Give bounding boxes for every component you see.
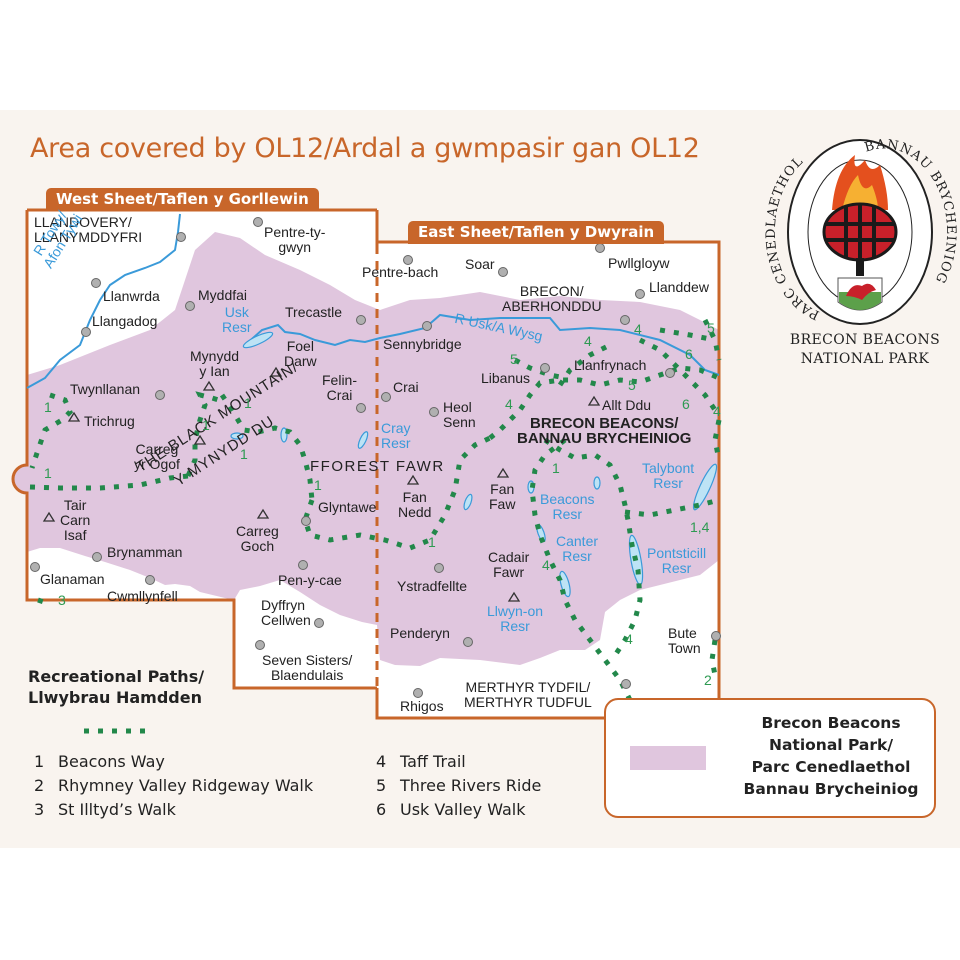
place-glyntawe: Glyntawe	[318, 499, 377, 515]
legend-title: Recreational Paths/ Llwybrau Hamdden	[28, 667, 205, 707]
path-number: 4	[713, 403, 721, 419]
recreational-paths	[29, 318, 722, 716]
place-ystradfellte: Ystradfellte	[397, 578, 468, 594]
place-cwmllynfell: Cwmllynfell	[107, 588, 178, 604]
path-number: 3	[58, 592, 66, 608]
place-twynllanan: Twynllanan	[70, 381, 141, 397]
path-number: 5	[510, 351, 518, 367]
path-number: 1	[244, 395, 252, 411]
path-number: 1	[44, 465, 52, 481]
path-number: 5	[707, 320, 715, 336]
national-park-area	[13, 232, 719, 666]
peak-markers	[42, 366, 601, 602]
place-crai: Crai	[393, 379, 419, 395]
path-number: 4	[625, 631, 633, 647]
place-rhigos: Rhigos	[400, 698, 444, 714]
place-myddfai: Myddfai	[198, 287, 248, 303]
west-sheet-tab: West Sheet/Taflen y Gorllewin	[46, 188, 319, 211]
path-number: 1	[202, 417, 210, 433]
settlement-markers	[30, 217, 721, 698]
usk-reservoir	[242, 331, 274, 349]
logo-caption-line2: NATIONAL PARK	[800, 351, 930, 367]
path-number: 2	[704, 672, 712, 688]
place-glanaman: Glanaman	[40, 571, 105, 587]
path-number: 1	[314, 477, 322, 493]
path-number: 1	[552, 460, 560, 476]
place-pentre-bach: Pentre-bach	[362, 264, 439, 280]
east-sheet-tab: East Sheet/Taflen y Dwyrain	[408, 221, 665, 244]
place-pentre-ty-gwyn: Pentre-ty-gwyn	[264, 224, 326, 255]
place-soar: Soar	[465, 256, 495, 272]
peak-trichrug: Trichrug	[84, 413, 135, 429]
place-brecon: BRECON/ABERHONDDU	[502, 283, 602, 314]
place-felin-crai: Felin-Crai	[322, 372, 358, 403]
place-seven-sisters: Seven Sisters/Blaendulais	[262, 652, 353, 683]
place-merthyr-tydfil: MERTHYR TYDFIL/MERTHYR TUDFUL	[464, 679, 592, 710]
national-park-key: Brecon Beacons National Park/ Parc Cened…	[604, 698, 936, 818]
place-pwllgloyw: Pwllgloyw	[608, 255, 670, 271]
path-number: 4	[505, 396, 513, 412]
place-brynamman: Brynamman	[107, 544, 183, 560]
path-number: 1	[240, 446, 248, 462]
region-brecon-beacons: BRECON BEACONS/BANNAU BRYCHEINIOG	[517, 415, 692, 447]
place-trecastle: Trecastle	[285, 304, 343, 320]
region-fforest-fawr: FFOREST FAWR	[310, 458, 445, 475]
national-park-logo	[787, 139, 933, 325]
path-number: 4	[584, 333, 592, 349]
cray-reservoir	[357, 431, 369, 449]
path-number: 1,4	[690, 519, 710, 535]
place-sennybridge: Sennybridge	[383, 336, 462, 352]
talybont-reservoir	[692, 463, 718, 511]
logo-caption: BRECON BEACONS NATIONAL PARK	[780, 331, 950, 369]
page-title: Area covered by OL12/Ardal a gwmpasir ga…	[30, 133, 700, 164]
national-park-swatch	[630, 746, 706, 770]
place-llanddew: Llanddew	[649, 279, 709, 295]
river-towy	[26, 213, 181, 389]
path-number: 4	[634, 321, 642, 337]
national-park-key-label: Brecon Beacons National Park/ Parc Cened…	[743, 714, 919, 798]
place-llandovery: LLANDOVERY/LLANYMDDYFRI	[34, 214, 143, 245]
place-llangadog: Llangadog	[92, 313, 158, 329]
llwynon-reservoir	[559, 570, 571, 598]
logo-caption-line1: BRECON BEACONS	[789, 332, 941, 348]
path-number: 6	[682, 396, 690, 412]
place-llanwrda: Llanwrda	[103, 288, 160, 304]
path-number: 4	[542, 557, 550, 573]
path-number: 1	[44, 399, 52, 415]
path-number: 1	[428, 534, 436, 550]
place-llanfrynach: Llanfrynach	[574, 357, 647, 373]
path-number: 6	[685, 346, 693, 362]
path-number: 5	[628, 377, 636, 393]
place-penderyn: Penderyn	[390, 625, 450, 641]
place-pen-y-cae: Pen-y-cae	[278, 572, 342, 588]
peak-allt-ddu: Allt Ddu	[602, 397, 652, 413]
place-libanus: Libanus	[481, 370, 531, 386]
